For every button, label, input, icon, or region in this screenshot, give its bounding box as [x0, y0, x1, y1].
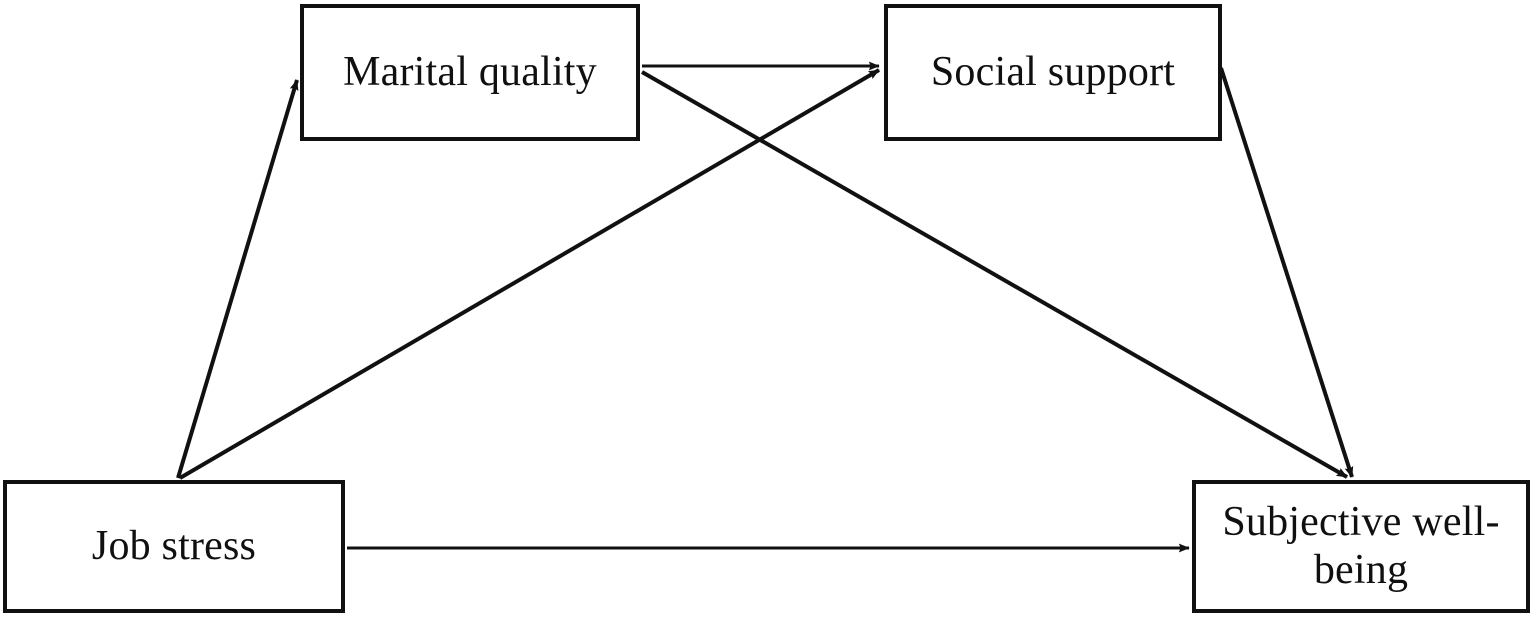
node-social-support-label: Social support — [930, 48, 1176, 95]
node-job-stress-label: Job stress — [91, 522, 257, 569]
node-job-stress: Job stress — [3, 480, 345, 613]
node-marital-quality-label: Marital quality — [343, 48, 597, 95]
node-subjective-wellbeing: Subjective well- being — [1192, 480, 1530, 613]
node-subjective-wellbeing-label: Subjective well- being — [1222, 499, 1500, 593]
edge-social-support-to-subjective-wellbeing — [1219, 67, 1354, 478]
edge-job-stress-to-marital-quality — [176, 79, 299, 479]
node-marital-quality: Marital quality — [300, 4, 640, 141]
edge-marital-quality-to-subjective-wellbeing — [641, 70, 1348, 479]
node-social-support: Social support — [884, 4, 1222, 141]
edge-job-stress-to-social-support — [178, 68, 881, 480]
